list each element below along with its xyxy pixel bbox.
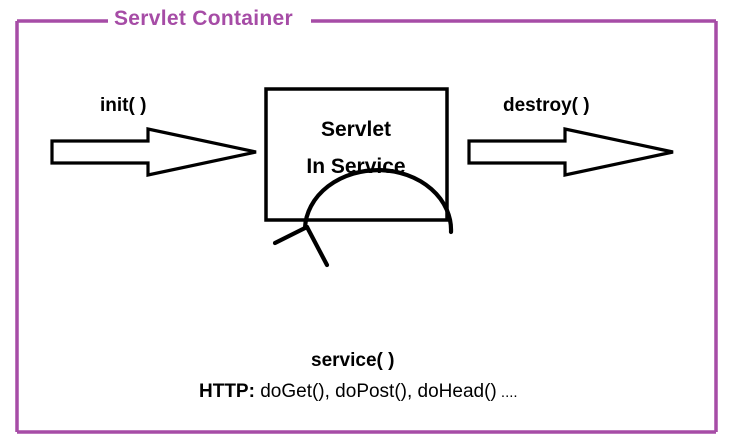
servlet-box-shape bbox=[264, 87, 449, 222]
init-arrow-label: init( ) bbox=[100, 95, 147, 116]
destroy-arrow-label: destroy( ) bbox=[503, 95, 590, 116]
servlet-box-label-line1: Servlet bbox=[320, 118, 392, 141]
http-methods-note-rest: doGet(), doPost(), doHead() bbox=[254, 381, 497, 402]
servlet-container-border bbox=[15, 19, 718, 434]
servlet-box-label-line2: In Service bbox=[306, 155, 406, 178]
http-methods-note-strong: HTTP: bbox=[199, 381, 255, 402]
http-methods-note-dots: .... bbox=[496, 384, 518, 401]
destroy-arrow-shape bbox=[467, 127, 674, 177]
http-methods-note: HTTP: doGet(), doPost(), doHead() .... bbox=[199, 381, 518, 403]
service-loop-label: service( ) bbox=[311, 350, 395, 371]
service-loop-arrowhead bbox=[272, 224, 330, 268]
init-arrow-shape bbox=[50, 127, 257, 177]
container-title: Servlet Container bbox=[114, 7, 293, 30]
service-loop-arc bbox=[302, 168, 454, 235]
